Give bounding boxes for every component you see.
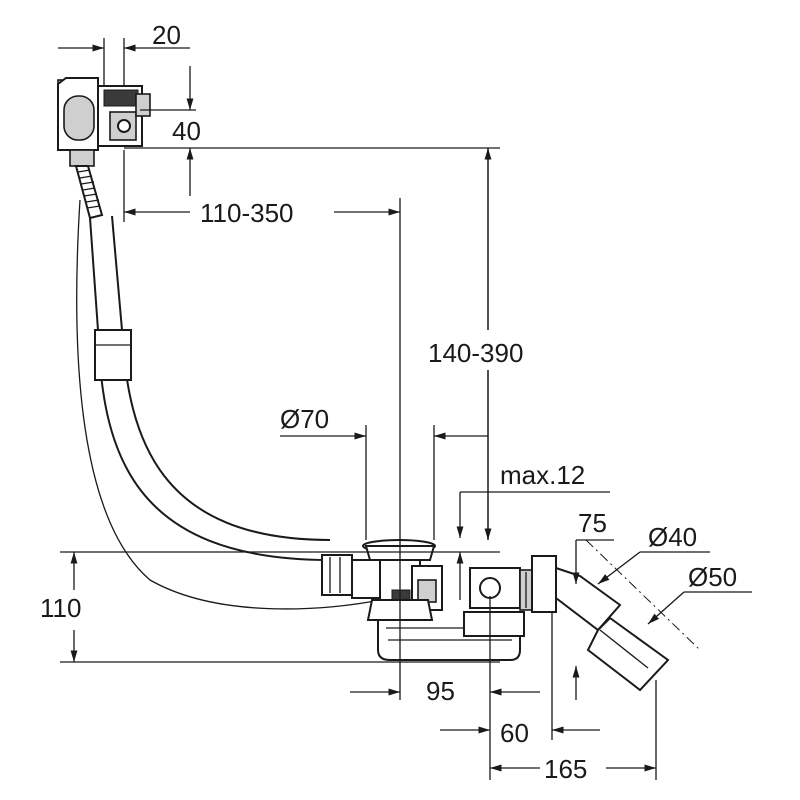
overflow-pipe (76, 199, 381, 610)
dim-outlet-large: Ø50 (647, 562, 752, 625)
trap-and-outlet (463, 555, 670, 692)
dim-max-depth: max.12 (456, 460, 610, 600)
overflow-head (57, 77, 151, 167)
outlet-axis (585, 539, 701, 651)
dim-overflow-offset: 20 (58, 20, 190, 86)
dim-total-outlet-width: 165 (490, 754, 656, 784)
dim-40-label: 40 (172, 116, 201, 146)
dim-d40-label: Ø40 (648, 522, 697, 552)
dim-d50-label: Ø50 (688, 562, 737, 592)
dim-trap-offset: 95 (350, 676, 540, 706)
dim-max12-label: max.12 (500, 460, 585, 490)
dim-165-label: 165 (544, 754, 587, 784)
dim-d70-label: Ø70 (280, 404, 329, 434)
dim-vertical-range: 140-390 (428, 148, 523, 540)
dim-60-label: 60 (500, 718, 529, 748)
dim-95-label: 95 (426, 676, 455, 706)
dim-drain-diameter: Ø70 (280, 404, 488, 540)
dim-horizontal-range: 110-350 (123, 150, 400, 228)
dim-overflow-height: 40 (124, 66, 500, 196)
dim-total-height: 110 (40, 552, 81, 662)
dim-110-350-label: 110-350 (200, 198, 294, 228)
dim-outlet-offset: 60 (440, 718, 600, 748)
dim-20-label: 20 (152, 20, 181, 50)
corrugated-hose (74, 165, 104, 220)
dim-75-label: 75 (578, 508, 607, 538)
dim-outlet-small: Ø40 (597, 522, 710, 585)
dim-110-label: 110 (40, 593, 81, 623)
dim-trap-height: 75 (572, 508, 614, 700)
dim-140-390-label: 140-390 (428, 338, 523, 368)
